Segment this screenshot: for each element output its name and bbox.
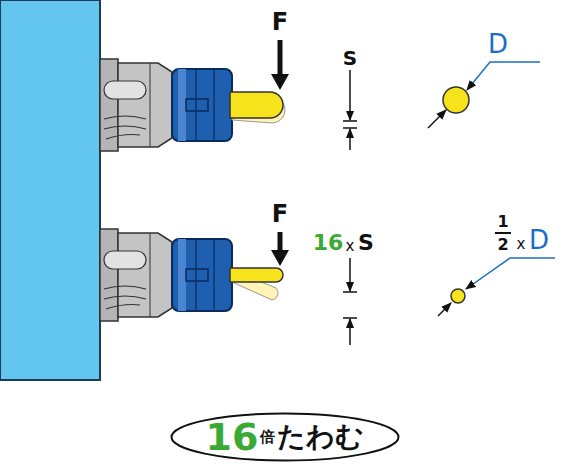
- force-label: F: [272, 202, 288, 226]
- rod-section: [443, 87, 469, 113]
- leader-line: [428, 62, 540, 128]
- diameter-label: D: [488, 31, 508, 57]
- rod: [230, 92, 283, 118]
- dimension: [343, 70, 357, 150]
- diameter-label: D: [529, 227, 549, 253]
- force-arrow: [271, 40, 289, 90]
- wall: [0, 0, 100, 380]
- rod-section: [451, 289, 465, 303]
- force-label: F: [272, 10, 288, 34]
- force-arrow: [271, 232, 289, 266]
- callout-ellipse: 16倍たわむ: [170, 412, 400, 462]
- fraction-bar: [495, 232, 511, 234]
- fraction-numerator: 1: [497, 214, 508, 230]
- result-text: たわむ: [277, 423, 364, 451]
- fraction-denominator: 2: [497, 237, 508, 253]
- tool-holder: [100, 229, 232, 321]
- ellipse-outline: [172, 414, 399, 461]
- leader-line: [438, 258, 555, 316]
- dimension-label: S: [358, 232, 374, 254]
- tool-holder: [100, 59, 232, 151]
- factor-number: 16: [206, 418, 259, 456]
- dimension-label: S: [343, 48, 357, 68]
- times-sign: x: [346, 239, 355, 254]
- factor-label: 16: [313, 232, 344, 254]
- dimension: [343, 258, 357, 345]
- unit-text: 倍: [260, 430, 275, 445]
- times-sign: x: [517, 237, 526, 252]
- rod: [230, 268, 283, 282]
